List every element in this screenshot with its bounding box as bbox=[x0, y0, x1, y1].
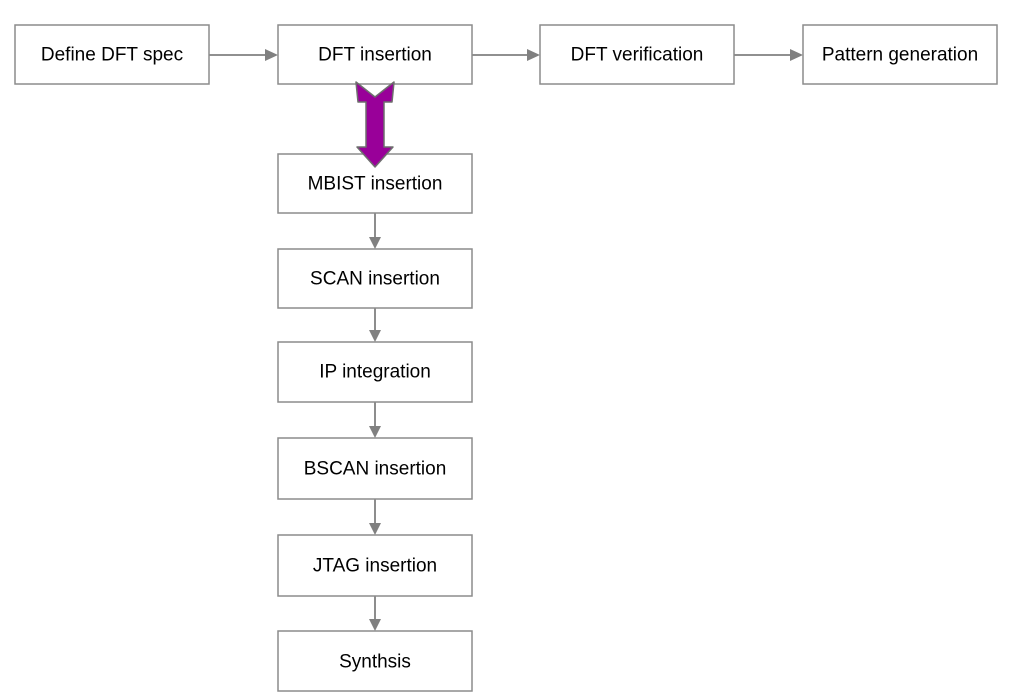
node-define-dft-spec: Define DFT spec bbox=[14, 24, 210, 85]
node-label: MBIST insertion bbox=[308, 174, 443, 195]
connector-define-to-insertion bbox=[209, 49, 278, 61]
connector-scan-to-ip bbox=[369, 308, 381, 342]
connector-ip-to-bscan bbox=[369, 402, 381, 438]
block-arrow-insertion-to-mbist bbox=[355, 81, 395, 168]
node-label: DFT insertion bbox=[318, 45, 432, 66]
node-label: DFT verification bbox=[571, 45, 704, 66]
node-label: Define DFT spec bbox=[41, 45, 183, 66]
node-label: Synthsis bbox=[339, 652, 411, 673]
node-label: BSCAN insertion bbox=[304, 459, 447, 480]
node-pattern-generation: Pattern generation bbox=[802, 24, 998, 85]
connector-jtag-to-synthesis bbox=[369, 596, 381, 631]
node-scan-insertion: SCAN insertion bbox=[277, 248, 473, 309]
node-label: IP integration bbox=[319, 362, 431, 383]
connector-verification-to-pattern bbox=[734, 49, 803, 61]
node-bscan-insertion: BSCAN insertion bbox=[277, 437, 473, 500]
connector-bscan-to-jtag bbox=[369, 499, 381, 535]
node-jtag-insertion: JTAG insertion bbox=[277, 534, 473, 597]
node-ip-integration: IP integration bbox=[277, 341, 473, 403]
node-label: Pattern generation bbox=[822, 45, 978, 66]
node-label: JTAG insertion bbox=[313, 556, 437, 577]
node-dft-insertion: DFT insertion bbox=[277, 24, 473, 85]
node-label: SCAN insertion bbox=[310, 269, 440, 290]
node-dft-verification: DFT verification bbox=[539, 24, 735, 85]
connector-insertion-to-verification bbox=[472, 49, 540, 61]
connector-mbist-to-scan bbox=[369, 213, 381, 249]
node-synthsis: Synthsis bbox=[277, 630, 473, 692]
